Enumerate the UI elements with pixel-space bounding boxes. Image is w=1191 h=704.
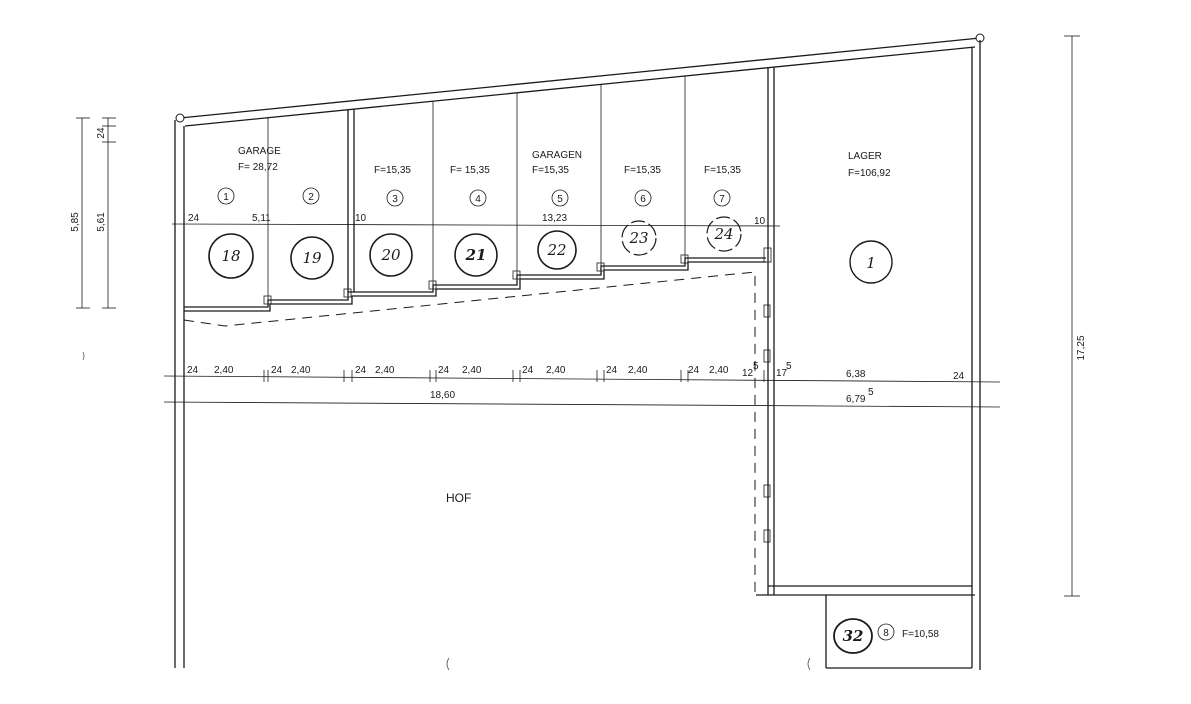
dim-row: 24 [688,365,700,376]
g4-area: F= 15,35 [450,165,490,176]
dim-row: 24 [953,371,965,382]
dim-row-sup: 5 [786,361,792,372]
g7-area: F=15,35 [704,165,741,176]
outer-walls [174,33,985,670]
svg-text:1: 1 [866,254,876,272]
dim-row: 2,40 [375,365,395,376]
svg-text:2: 2 [308,192,314,203]
svg-text:22: 22 [546,241,566,259]
lower-structures [756,304,975,669]
dim-row: 12 [742,368,754,379]
svg-text:4: 4 [475,194,481,205]
left-dimensions: 5,85 5,61 24 [70,117,116,309]
unit-number-2: 2 [302,187,320,205]
dim-left-inner: 5,61 [96,212,107,232]
unit-number-8: 8 [877,623,895,641]
g3-area: F=15,35 [374,165,411,176]
dim-upper: 5,11 [252,213,271,224]
dimension-lines [163,223,1001,408]
handwritten-23: 23 [621,220,657,256]
svg-text:24: 24 [713,225,733,243]
dim-row: 2,40 [214,365,234,376]
unit-number-7: 7 [713,189,731,207]
lager-area: F=106,92 [848,168,891,179]
unit-numbers: 1 2 3 4 5 6 7 8 [217,187,895,641]
dim-row: 2,40 [628,365,648,376]
dim-total-right-sup: 5 [868,387,874,398]
svg-text:5: 5 [557,194,563,205]
hof-title: HOF [446,491,471,505]
svg-text:19: 19 [302,249,322,267]
small-room-area: F=10,58 [902,629,939,640]
dim-row: 24 [271,365,283,376]
garagen-area: F=15,35 [532,165,569,176]
dim-upper: 10 [355,213,367,224]
lager-title: LAGER [848,151,882,162]
row-dimension-text: 24 2,40 24 2,40 24 2,40 24 2,40 24 2,40 … [187,361,965,382]
handwritten-18: 18 [208,233,254,279]
dim-right-height: 17,25 [1076,335,1087,360]
upper-dimension-text: 24 5,11 10 13,23 10 [188,213,766,227]
svg-text:8: 8 [883,628,889,639]
svg-text:18: 18 [221,247,240,265]
svg-text:23: 23 [628,229,648,247]
unit-number-6: 6 [634,189,652,207]
dim-left-outer: 5,85 [70,212,81,232]
svg-text:6: 6 [640,194,646,205]
garage-area: F= 28,72 [238,162,278,173]
right-dimension: 17,25 [1064,35,1087,597]
garage-title: GARAGE [238,146,281,157]
dim-row: 17 [776,368,788,379]
dim-upper: 10 [754,216,766,227]
dim-total-right: 6,79 [846,394,866,405]
dim-row: 2,40 [709,365,729,376]
handwritten-1: 1 [849,240,893,284]
handwritten-numbers: 18 19 20 21 22 23 24 1 32 [208,216,893,654]
dim-row: 2,40 [462,365,482,376]
dim-row: 2,40 [546,365,566,376]
dim-row: 24 [438,365,450,376]
unit-number-5: 5 [551,189,569,207]
svg-text:1: 1 [223,192,229,203]
dim-row: 24 [522,365,534,376]
handwritten-32: 32 [833,618,873,654]
dim-total-left: 18,60 [430,390,455,401]
handwritten-21: 21 [454,233,498,277]
dim-upper: 13,23 [542,213,567,224]
dim-row: 24 [187,365,199,376]
handwritten-24: 24 [706,216,742,252]
unit-number-1: 1 [217,187,235,205]
corner-marker-left [175,113,185,123]
handwritten-22: 22 [537,230,577,270]
garage-partitions [263,67,775,595]
dim-left-top: 24 [96,127,107,139]
svg-text:3: 3 [392,194,398,205]
svg-text:7: 7 [719,194,725,205]
dim-upper: 24 [188,213,200,224]
dim-row-sup: 5 [753,361,759,372]
dim-row: 2,40 [291,365,311,376]
dim-row: 24 [606,365,618,376]
dim-row: 6,38 [846,369,866,380]
svg-text:20: 20 [380,246,401,264]
unit-number-3: 3 [386,189,404,207]
dim-row: 24 [355,365,367,376]
unit-number-4: 4 [469,189,487,207]
handwritten-19: 19 [290,236,334,280]
room-labels: GARAGE F= 28,72 F=15,35 F= 15,35 GARAGEN… [238,146,939,640]
garagen-title: GARAGEN [532,150,582,161]
garage-back-wall [183,257,766,595]
handwritten-20: 20 [369,233,413,277]
svg-text:32: 32 [843,627,864,645]
scan-marks [82,351,811,671]
svg-text:21: 21 [465,246,487,264]
total-dimension-text: 18,60 6,79 5 [430,387,874,405]
g6-area: F=15,35 [624,165,661,176]
